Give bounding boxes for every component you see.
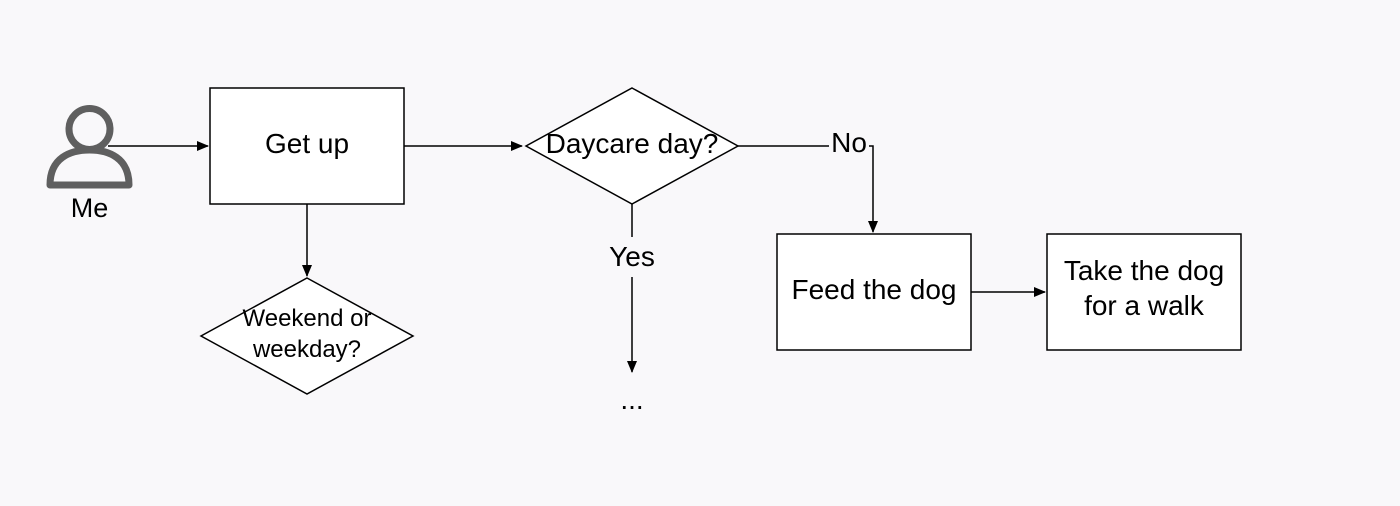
feed-dog-box — [776, 233, 972, 351]
node-daycare-decision[interactable]: Daycare day? — [524, 87, 740, 205]
edges — [108, 141, 1046, 373]
person-head — [65, 105, 114, 153]
person-body — [46, 146, 133, 189]
no-label-bg — [829, 126, 869, 158]
weekend-diamond — [199, 277, 415, 395]
continuation-ellipsis: ... — [620, 384, 643, 415]
actor-label: Me — [71, 193, 109, 223]
get-up-label: Get up — [265, 128, 349, 159]
weekend-label-line2: weekday? — [252, 336, 361, 363]
node-feed-dog[interactable]: Feed the dog — [776, 233, 972, 351]
walk-dog-box — [1046, 233, 1242, 351]
edge-label-no: No — [831, 127, 867, 158]
get-up-box — [209, 87, 405, 205]
daycare-label: Daycare day? — [546, 128, 719, 159]
walk-dog-label-line1: Take the dog — [1064, 255, 1224, 286]
person-icon — [46, 105, 133, 189]
daycare-diamond — [524, 87, 740, 205]
walk-dog-label-line2: for a walk — [1084, 290, 1205, 321]
node-walk-dog[interactable]: Take the dog for a walk — [1046, 233, 1242, 351]
node-get-up[interactable]: Get up — [209, 87, 405, 205]
edge-label-yes: Yes — [609, 241, 655, 272]
yes-label-bg — [605, 237, 659, 277]
edge-daycare-no — [738, 145, 878, 233]
node-weekend-decision[interactable]: Weekend or weekday? — [199, 277, 415, 395]
weekend-label-line1: Weekend or — [243, 305, 372, 332]
feed-dog-label: Feed the dog — [791, 274, 956, 305]
